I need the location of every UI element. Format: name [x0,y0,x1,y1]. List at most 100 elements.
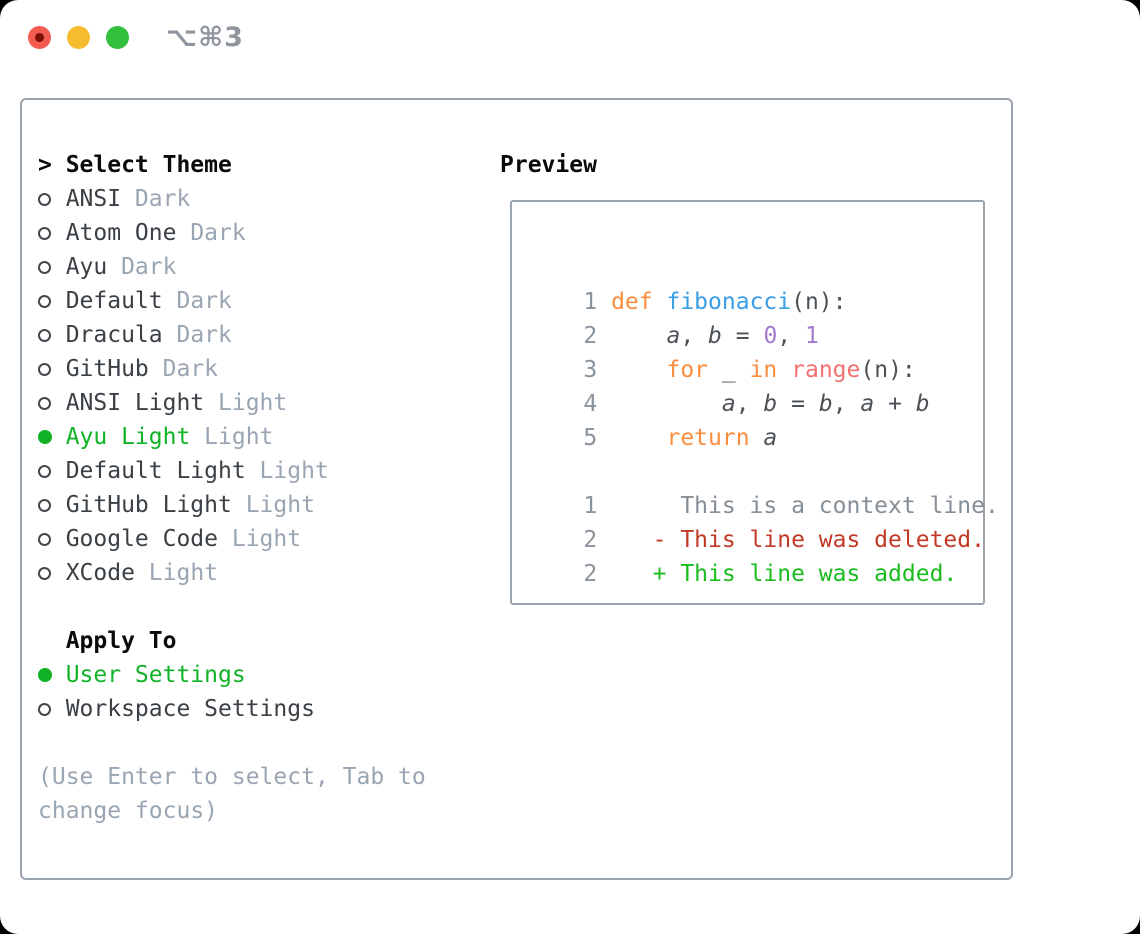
code-token [611,425,666,451]
line-content: a, b = 0, 1 [611,323,818,349]
code-token: in [749,357,778,383]
theme-option[interactable]: GitHub Light Light [38,488,426,522]
code-token [611,527,653,553]
code-token: b [708,323,722,349]
radio-icon [38,498,51,512]
theme-option[interactable]: ANSI Dark [38,182,426,216]
window-title: ⌥⌘3 [166,21,244,53]
hint-text-line-2: change focus) [38,798,219,824]
theme-option[interactable]: Google Code Light [38,522,426,556]
code-token [750,425,764,451]
theme-option[interactable]: ANSI Light Light [38,386,426,420]
theme-option-variant: Dark [190,220,246,246]
line-number: 2 [583,527,598,553]
code-token: fibonacci [666,289,792,315]
code-token: b [915,391,930,417]
code-token: 0 [763,323,778,349]
line-number: 1 [583,289,598,315]
theme-list: ANSI Dark Atom One Dark Ayu Dark Default… [38,182,426,590]
theme-option[interactable]: Dracula Dark [38,318,426,352]
theme-option-variant: Dark [176,288,232,314]
radio-icon [38,566,51,580]
radio-col [38,532,66,546]
code-token: + This line was added. [652,561,958,587]
code-token: a [860,391,875,417]
code-line: 2 a, b = 0, 1 [528,285,999,349]
theme-option[interactable]: Atom One Dark [38,216,426,250]
theme-option-variant: Dark [162,356,219,382]
radio-icon [38,464,51,478]
theme-picker-header: > Select Theme [38,148,426,182]
radio-col [38,464,66,478]
line-number: 2 [583,323,598,349]
radio-icon [38,532,51,546]
radio-col [38,430,66,444]
apply-to-option[interactable]: User Settings [38,658,426,692]
code-token: = [721,323,764,349]
theme-option-name: Default Light [65,458,246,484]
code-token: , [680,323,709,349]
radio-col [38,396,66,410]
theme-option-variant: Light [204,424,274,450]
radio-icon [38,226,51,240]
theme-option-variant: Light [231,526,302,552]
radio-icon [38,668,52,682]
line-number: 1 [583,493,598,519]
traffic-lights [28,25,129,49]
radio-col [38,498,66,512]
maximize-button[interactable] [106,25,129,49]
prompt-icon: > [38,152,52,178]
code-token: b [763,391,778,417]
code-token: _ [708,357,750,383]
theme-option[interactable]: GitHub Dark [38,352,426,386]
code-token [611,323,666,349]
theme-option-variant: Dark [134,186,191,212]
code-token: (n): [860,357,916,383]
theme-option[interactable]: XCode Light [38,556,426,590]
code-token [777,357,791,383]
theme-option[interactable]: Ayu Light Light [38,420,426,454]
apply-to-title: Apply To [65,628,177,654]
theme-option-variant: Light [245,492,315,518]
code-token: This is a context line. [611,493,999,519]
apply-to-list: User Settings Workspace Settings [38,658,426,726]
line-content: a, b = b, a + b [611,391,930,417]
minimize-button[interactable] [67,25,90,49]
theme-option[interactable]: Default Dark [38,284,426,318]
radio-col [38,702,66,716]
code-line: 4 a, b = b, a + b [528,353,999,417]
line-number: 5 [583,425,598,451]
close-dot-icon [35,32,44,42]
theme-option-name: GitHub [65,356,149,382]
code-token: a [763,425,778,451]
code-token: a [721,391,736,417]
theme-option-name: ANSI [65,186,122,212]
theme-option-name: ANSI Light [65,390,205,416]
preview-title: Preview [500,152,597,178]
code-line: 3 for _ in range(n): [528,319,999,383]
theme-picker-title: Select Theme [65,152,232,178]
theme-option-variant: Light [218,390,288,416]
apply-to-option[interactable]: Workspace Settings [38,692,426,726]
radio-col [38,260,66,274]
radio-icon [38,430,52,444]
theme-option-name: XCode [65,560,135,586]
line-content: This is a context line. [611,493,999,519]
radio-icon [38,260,51,274]
code-token [611,357,666,383]
code-token [611,561,653,587]
line-number: 4 [583,391,598,417]
theme-option-name: Default [65,288,163,314]
code-token: a [666,323,681,349]
close-button[interactable] [28,25,51,49]
code-token [653,289,667,315]
code-token: for [666,357,709,383]
radio-icon [38,192,51,206]
theme-option[interactable]: Default Light Light [38,454,426,488]
apply-to-header: Apply To [38,624,426,658]
theme-option[interactable]: Ayu Dark [38,250,426,284]
code-token: return [666,425,750,451]
